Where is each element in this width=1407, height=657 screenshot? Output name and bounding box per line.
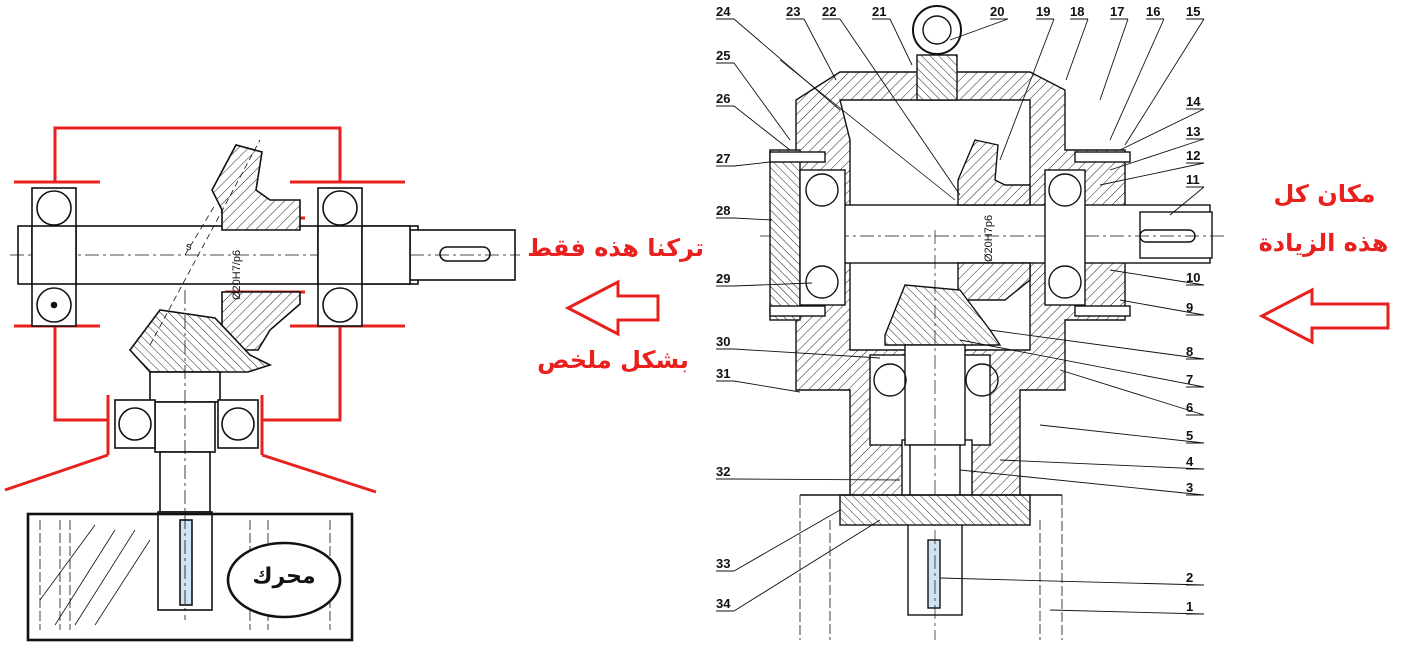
svg-text:s: s [186, 241, 192, 253]
part-number-31: 31 [716, 366, 730, 381]
part-number-28: 28 [716, 203, 730, 218]
leader-line [949, 18, 1009, 41]
detailed-drawing [760, 5, 1225, 640]
part-number-6: 6 [1186, 400, 1193, 415]
annotation-left-line2: بشكل ملخص [537, 346, 689, 374]
part-number-21: 21 [872, 4, 886, 19]
part-number-10: 10 [1186, 270, 1200, 285]
part-number-16: 16 [1146, 4, 1160, 19]
leader-line [733, 348, 881, 359]
leader-line [1049, 609, 1205, 615]
leader-line [733, 105, 791, 151]
leader-line [1124, 18, 1205, 146]
leader-line [733, 509, 841, 572]
part-number-2: 2 [1186, 570, 1193, 585]
part-number-30: 30 [716, 334, 730, 349]
annotation-right-line2: هذه الزيادة [1258, 229, 1389, 257]
part-number-13: 13 [1186, 124, 1200, 139]
leader-line [733, 519, 881, 612]
leader-line [889, 18, 913, 66]
part-number-17: 17 [1110, 4, 1124, 19]
part-number-8: 8 [1186, 344, 1193, 359]
leader-line [1109, 269, 1205, 286]
leader-line [1109, 138, 1205, 171]
leader-line [1039, 424, 1205, 444]
right-arrow [1258, 287, 1390, 345]
dimension-label-left: Ø20H7/p6 [231, 250, 243, 300]
dimension-label-right: Ø20H7p6 [983, 215, 995, 262]
leader-lines [716, 18, 1205, 615]
leader-line [1119, 299, 1205, 316]
leader-line [999, 459, 1205, 470]
part-number-1: 1 [1186, 599, 1193, 614]
part-number-4: 4 [1186, 454, 1194, 469]
leader-line [999, 18, 1055, 161]
annotation-right-line1: مكان كل [1273, 180, 1376, 208]
leader-line [733, 380, 801, 393]
part-number-7: 7 [1186, 372, 1193, 387]
leader-line [733, 282, 813, 287]
leader-line [959, 339, 1205, 388]
part-number-22: 22 [822, 4, 836, 19]
leader-line [803, 18, 837, 81]
leader-line [959, 469, 1205, 496]
simplified-drawing [4, 126, 520, 642]
leader-line [1119, 108, 1205, 151]
part-number-25: 25 [716, 48, 730, 63]
part-number-12: 12 [1186, 148, 1200, 163]
leader-line [839, 18, 961, 196]
part-number-33: 33 [716, 556, 730, 571]
leader-line [733, 62, 791, 141]
part-number-24: 24 [716, 4, 731, 19]
leader-line [733, 161, 771, 167]
leader-line [1109, 18, 1165, 141]
leader-line [1099, 18, 1129, 101]
part-number-27: 27 [716, 151, 730, 166]
left-arrow [564, 279, 660, 337]
leader-line [733, 18, 841, 111]
part-number-14: 14 [1186, 94, 1201, 109]
part-number-26: 26 [716, 91, 730, 106]
annotation-left-line1: تركنا هذه فقط [527, 234, 704, 262]
leader-line [939, 577, 1205, 586]
leader-line [733, 217, 773, 221]
leader-line [1099, 162, 1205, 186]
part-number-5: 5 [1186, 428, 1193, 443]
part-number-32: 32 [716, 464, 730, 479]
part-number-29: 29 [716, 271, 730, 286]
motor-label: محرك [252, 564, 316, 589]
part-number-9: 9 [1186, 300, 1193, 315]
part-number-3: 3 [1186, 480, 1193, 495]
part-number-23: 23 [786, 4, 800, 19]
leader-line [989, 329, 1205, 360]
part-number-19: 19 [1036, 4, 1050, 19]
part-number-15: 15 [1186, 4, 1200, 19]
part-number-11: 11 [1186, 172, 1200, 187]
part-number-34: 34 [716, 596, 731, 611]
part-number-18: 18 [1070, 4, 1084, 19]
leader-line [1169, 186, 1205, 216]
part-number-20: 20 [990, 4, 1004, 19]
leader-line [733, 478, 901, 481]
leader-line [1065, 18, 1089, 81]
leader-line [1059, 369, 1205, 416]
